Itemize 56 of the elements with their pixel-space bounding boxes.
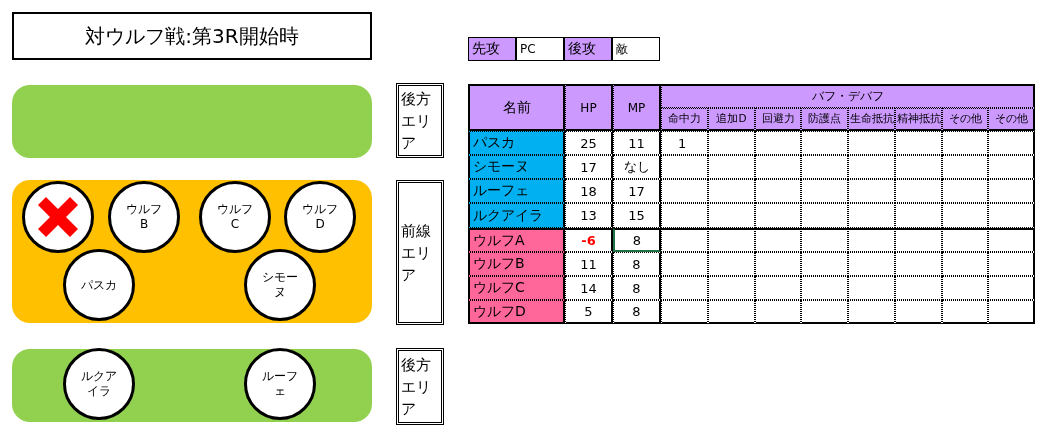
- name-cell: ウルフC: [468, 276, 565, 300]
- header-cell: 精神抵抗: [895, 108, 942, 131]
- table-cell: 17: [565, 155, 613, 179]
- table-cell: 8: [613, 228, 661, 252]
- table-cell: 8: [613, 300, 661, 324]
- table-cell: 8: [613, 276, 661, 300]
- unit-circle: ルクアイラ: [63, 348, 135, 420]
- table-cell: 敵: [612, 37, 660, 61]
- unit-circle: ウルフB: [108, 181, 180, 253]
- header-cell: 回避力: [755, 108, 801, 131]
- name-cell: ウルフD: [468, 300, 565, 324]
- unit-circle: [22, 181, 94, 253]
- table-cell: 25: [565, 131, 613, 155]
- header-cell: 追加D: [708, 108, 755, 131]
- name-cell: ウルフB: [468, 252, 565, 276]
- name-cell: ウルフA: [468, 228, 565, 252]
- unit-circle: パスカ: [63, 249, 135, 321]
- header-cell: 防護点: [801, 108, 848, 131]
- unit-circle: ルーフェ: [244, 348, 316, 420]
- table-cell: 14: [565, 276, 613, 300]
- table-cell: なし: [613, 155, 661, 179]
- header-cell: 命中力: [661, 108, 708, 131]
- area-band: [12, 180, 372, 323]
- area-label-box: 後方エリア: [396, 83, 444, 158]
- header-cell: 生命抵抗: [848, 108, 895, 131]
- table-cell: 11: [565, 252, 613, 276]
- header-cell: その他: [942, 108, 988, 131]
- table-cell: 13: [565, 203, 613, 228]
- table-cell: 17: [613, 179, 661, 203]
- header-cell: 後攻: [564, 37, 612, 61]
- table-cell: 8: [613, 252, 661, 276]
- table-cell: 11: [613, 131, 661, 155]
- table-cell: 15: [613, 203, 661, 228]
- area-band: [12, 349, 372, 422]
- header-cell: MP: [613, 84, 661, 131]
- unit-circle: ウルフD: [284, 181, 356, 253]
- header-cell: 名前: [468, 84, 565, 131]
- unit-circle: シモーヌ: [244, 249, 316, 321]
- table-cell: 5: [565, 300, 613, 324]
- header-cell: バフ・デバフ: [661, 84, 1035, 108]
- name-cell: シモーヌ: [468, 155, 565, 179]
- area-label-box: 後方エリア: [396, 348, 444, 425]
- unit-circle: ウルフC: [199, 181, 271, 253]
- area-label-box: 前線エリア: [396, 180, 444, 325]
- table-cell: PC: [516, 37, 564, 61]
- table-cell: 1: [661, 131, 708, 155]
- header-cell: HP: [565, 84, 613, 131]
- name-cell: ルクアイラ: [468, 203, 565, 228]
- table-cell: -6: [565, 228, 613, 252]
- name-cell: パスカ: [468, 131, 565, 155]
- title-box: 対ウルフ戦:第3R開始時: [12, 12, 372, 60]
- name-cell: ルーフェ: [468, 179, 565, 203]
- header-cell: その他: [988, 108, 1035, 131]
- header-cell: 先攻: [468, 37, 516, 61]
- area-band: [12, 85, 372, 158]
- table-cell: 18: [565, 179, 613, 203]
